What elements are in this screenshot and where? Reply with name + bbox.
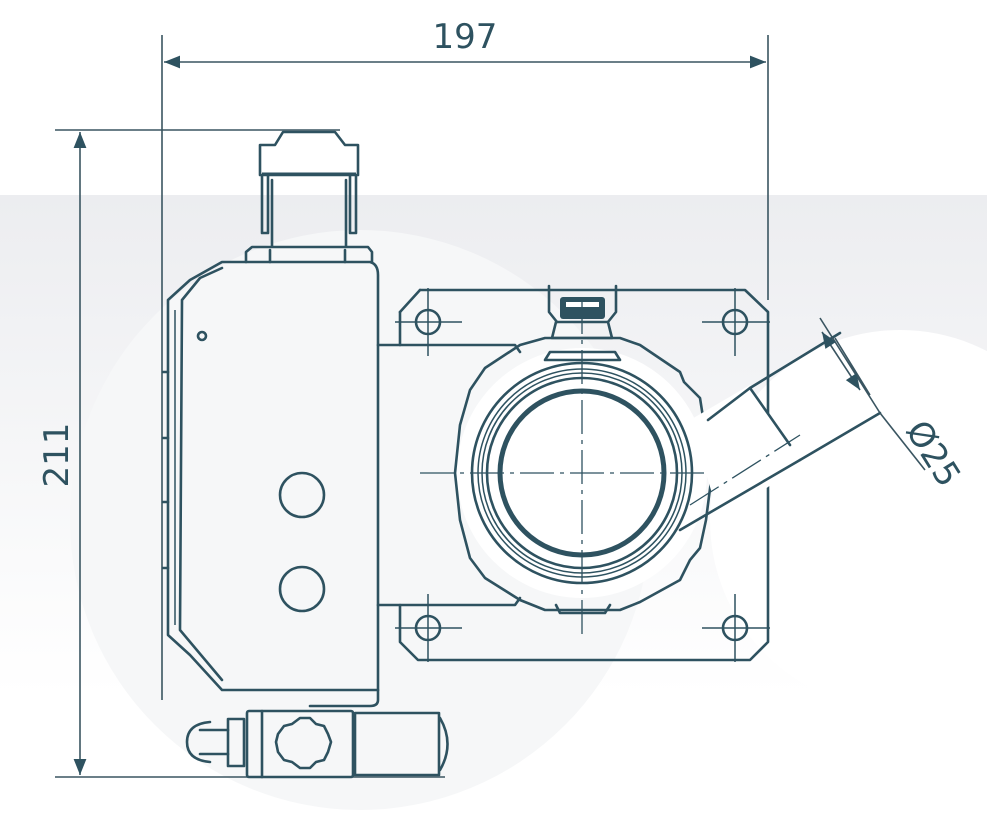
top-handle — [244, 130, 374, 264]
knurled-nut — [274, 716, 333, 770]
height-dimension-label: 211 — [37, 423, 77, 488]
coupling-ring — [420, 284, 750, 640]
mounting-holes — [395, 288, 770, 662]
box-button-2 — [278, 565, 326, 613]
bottom-fitting — [185, 709, 449, 779]
box-button-1 — [278, 471, 326, 519]
background-circle-right — [710, 330, 987, 710]
mounting-plate — [395, 288, 770, 662]
width-dimension-label: 197 — [433, 17, 498, 57]
width-dimension: 197 — [161, 17, 769, 700]
